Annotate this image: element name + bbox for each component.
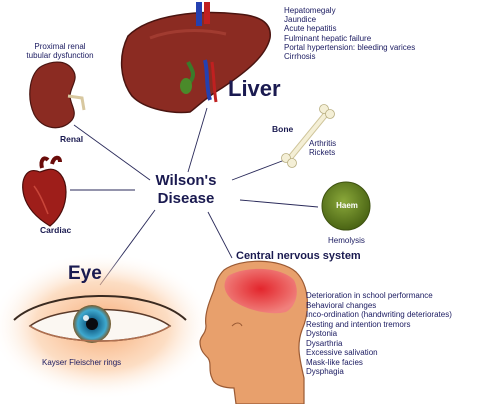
cns-symptom: Dystonia (306, 329, 338, 338)
bone-symptom-list: Arthritis Rickets (309, 139, 336, 157)
liver-illustration (120, 2, 271, 114)
cns-symptom: Behavioral changes (306, 300, 377, 310)
renal-symptom-list: Proximal renal tubular dysfunction (6, 42, 114, 60)
haem-title: Haem (336, 201, 358, 210)
cns-symptom: Dysphagia (306, 367, 344, 376)
liver-symptom: Acute hepatitis (284, 24, 337, 34)
kidney-illustration (29, 61, 86, 129)
cns-symptom: Inco-ordination (handwriting deteriorate… (306, 310, 452, 319)
renal-symptom: tubular dysfunction (26, 51, 94, 61)
liver-symptom: Portal hypertension: bleeding varices (284, 42, 416, 52)
liver-symptom-list: Hepatomegaly Jaundice Acute hepatitis Fu… (284, 6, 415, 61)
liver-symptom: Fulminant hepatic failure (284, 33, 372, 43)
bone-symptom: Rickets (309, 148, 336, 158)
renal-symptom: Proximal renal (34, 42, 86, 51)
eye-illustration (0, 252, 214, 400)
cns-symptom-list: Deterioration in school performance Beha… (306, 291, 452, 377)
center-title-line2: Disease (157, 190, 215, 207)
cardiac-title: Cardiac (40, 225, 72, 235)
cns-title: Central nervous system (236, 250, 361, 262)
renal-title: Renal (60, 134, 84, 144)
eye-caption: Kayser Fleischer rings (42, 358, 122, 367)
heart-illustration (22, 155, 67, 227)
bone-illustration (281, 104, 335, 168)
liver-title: Liver (228, 76, 281, 101)
cns-symptom: Deterioration in school performance (306, 291, 433, 300)
eye-title: Eye (68, 263, 102, 284)
cns-symptom: Mask-like facies (306, 357, 363, 367)
bone-symptom: Arthritis (309, 139, 337, 148)
head-illustration (199, 260, 308, 404)
liver-symptom: Hepatomegaly (284, 6, 336, 15)
bone-title: Bone (272, 124, 294, 134)
liver-symptom: Cirrhosis (284, 52, 316, 62)
cns-symptom: Resting and intention tremors (306, 319, 411, 329)
cns-symptom: Dysarthria (306, 338, 343, 348)
haem-circle (321, 181, 371, 231)
cns-symptom: Excessive salivation (306, 348, 378, 357)
liver-symptom: Jaundice (284, 15, 317, 25)
connector-lines (70, 107, 319, 286)
center-title-line1: Wilson's (155, 172, 217, 189)
center-title: Wilson's Disease (124, 172, 248, 208)
haem-caption: Hemolysis (328, 236, 365, 245)
